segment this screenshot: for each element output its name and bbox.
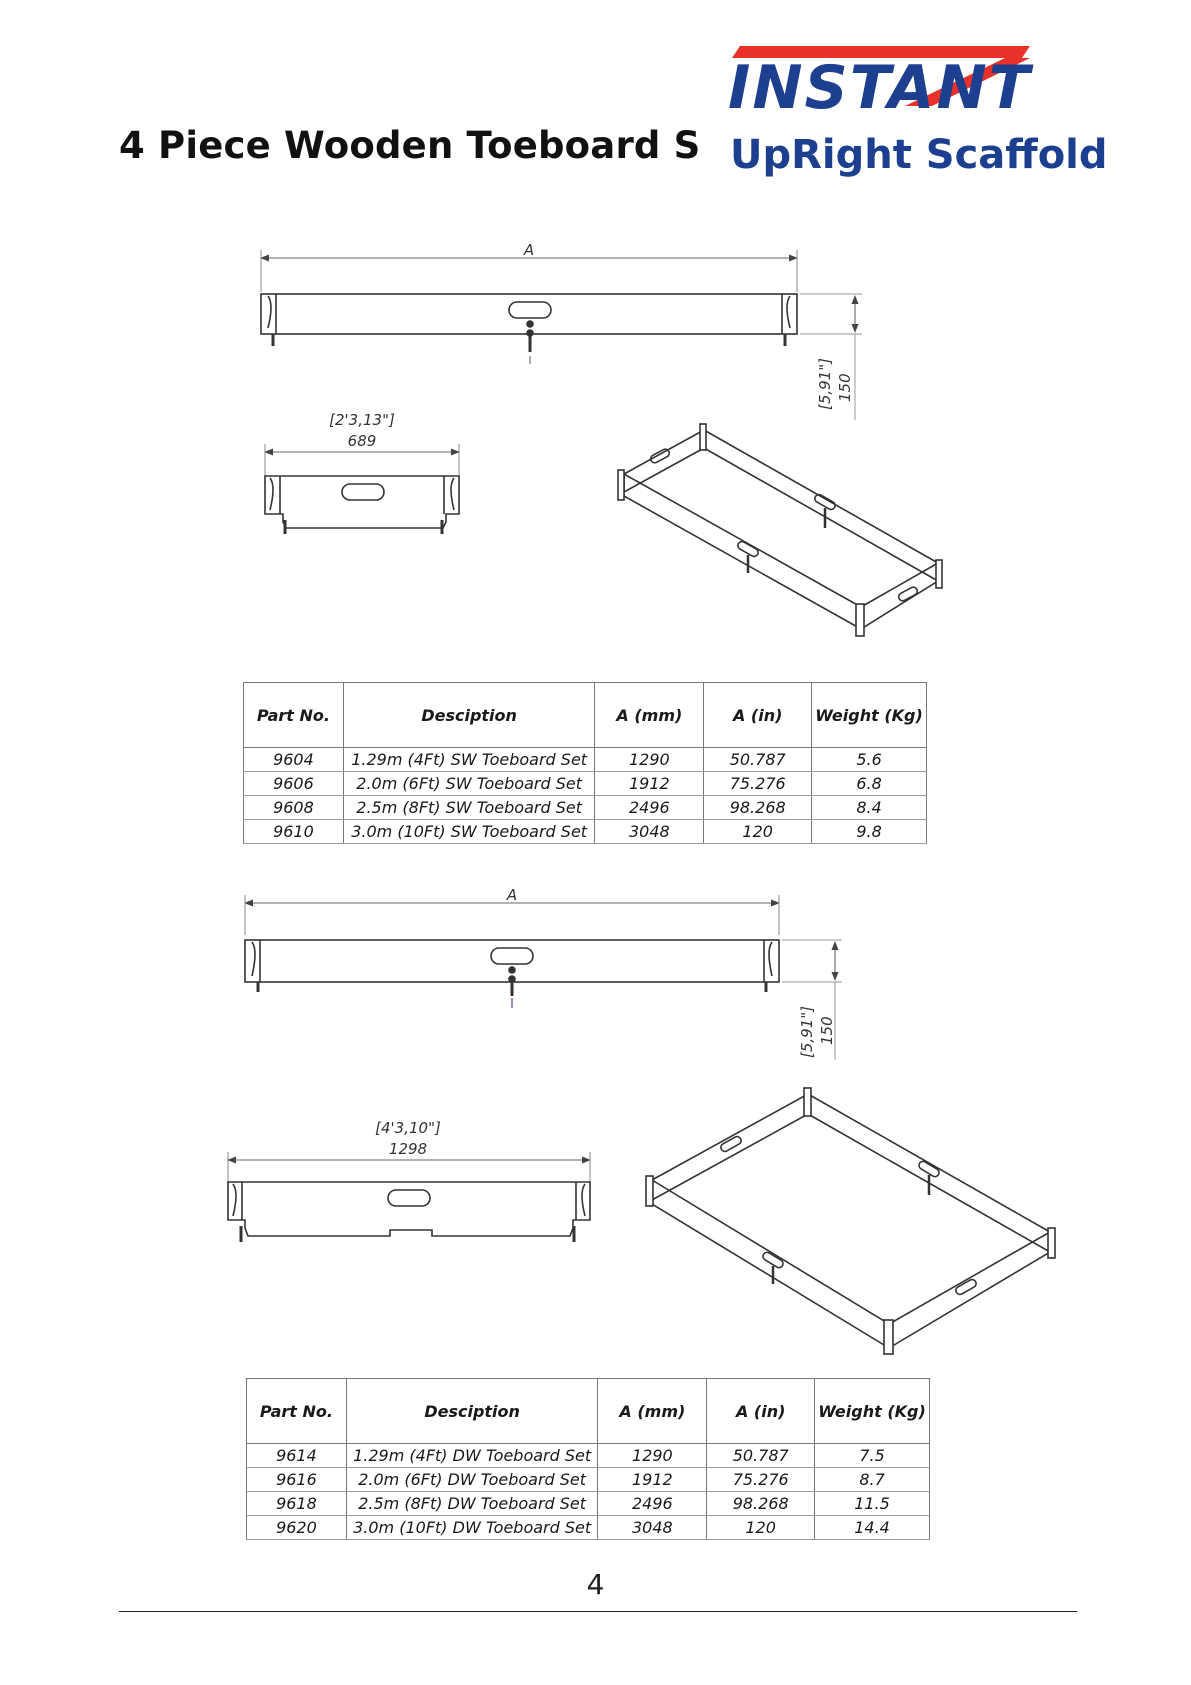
a-mm-cell: 2496 (597, 1491, 708, 1516)
description-cell: 1.29m (4Ft) DW Toeboard Set (345, 1443, 599, 1468)
part-no-cell: 9604 (243, 747, 344, 772)
weight-cell: 8.4 (811, 795, 927, 820)
table-row: 9610 3.0m (10Ft) SW Toeboard Set 3048 12… (243, 819, 927, 844)
weight-cell: 11.5 (814, 1491, 930, 1516)
page-title: 4 Piece Wooden Toeboard Set (119, 124, 744, 167)
table-row: 9614 1.29m (4Ft) DW Toeboard Set 1290 50… (246, 1443, 930, 1468)
description-cell: 2.5m (8Ft) DW Toeboard Set (345, 1491, 599, 1516)
sw-isometric-view (617, 423, 943, 637)
table-row: 9604 1.29m (4Ft) SW Toeboard Set 1290 50… (243, 747, 927, 772)
sw-toeboard-table: Part No. Desciption A (mm) A (in) Weight… (243, 682, 927, 844)
a-in-cell: 120 (703, 819, 813, 844)
dw-toeboard-table: Part No. Desciption A (mm) A (in) Weight… (246, 1378, 930, 1540)
part-no-cell: 9618 (246, 1491, 347, 1516)
weight-cell: 5.6 (811, 747, 927, 772)
sw-front-view (260, 250, 862, 420)
header-weight: Weight (Kg) (814, 1378, 930, 1444)
part-no-cell: 9614 (246, 1443, 347, 1468)
part-no-cell: 9608 (243, 795, 344, 820)
description-cell: 1.29m (4Ft) SW Toeboard Set (342, 747, 596, 772)
dw-front-view (244, 895, 842, 1060)
logo-brand-bottom: UpRight Scaffold (730, 132, 1108, 178)
dw-short-dimension-inches: [4'3,10"] (375, 1119, 441, 1137)
dw-height-mm: 150 (818, 1016, 836, 1045)
weight-cell: 7.5 (814, 1443, 930, 1468)
a-mm-cell: 2496 (594, 795, 705, 820)
dw-long-dimension-label: A (506, 886, 517, 904)
header-part-no: Part No. (246, 1378, 347, 1444)
table-header-row: Part No. Desciption A (mm) A (in) Weight… (246, 1378, 930, 1444)
header-a-in: A (in) (703, 682, 813, 748)
a-in-cell: 50.787 (703, 747, 813, 772)
a-in-cell: 75.276 (706, 1467, 816, 1492)
a-mm-cell: 1290 (594, 747, 705, 772)
header-weight: Weight (Kg) (811, 682, 927, 748)
instant-upright-logo: INSTANT UpRight Scaffold (700, 40, 1160, 200)
sw-short-view (264, 444, 460, 534)
logo-brand-top: INSTANT (728, 53, 1034, 123)
a-in-cell: 50.787 (706, 1443, 816, 1468)
a-mm-cell: 3048 (597, 1515, 708, 1540)
a-mm-cell: 3048 (594, 819, 705, 844)
part-no-cell: 9606 (243, 771, 344, 796)
weight-cell: 6.8 (811, 771, 927, 796)
header-part-no: Part No. (243, 682, 344, 748)
description-cell: 2.5m (8Ft) SW Toeboard Set (342, 795, 596, 820)
weight-cell: 9.8 (811, 819, 927, 844)
logo-red-bar-icon (732, 46, 1030, 58)
sw-height-mm: 150 (836, 373, 854, 402)
page-number: 4 (586, 1568, 605, 1601)
a-in-cell: 120 (706, 1515, 816, 1540)
header-a-mm: A (mm) (594, 682, 705, 748)
table-header-row: Part No. Desciption A (mm) A (in) Weight… (243, 682, 927, 748)
sw-height-inches: [5,91"] (816, 358, 834, 410)
dw-isometric-view (645, 1087, 1056, 1355)
description-cell: 2.0m (6Ft) DW Toeboard Set (345, 1467, 599, 1492)
sw-short-dimension-inches: [2'3,13"] (329, 411, 395, 429)
header-a-in: A (in) (706, 1378, 816, 1444)
a-in-cell: 75.276 (703, 771, 813, 796)
description-cell: 3.0m (10Ft) SW Toeboard Set (342, 819, 596, 844)
dw-short-dimension-mm: 1298 (389, 1140, 427, 1158)
dw-short-view (227, 1152, 591, 1242)
header-description: Desciption (342, 682, 596, 748)
a-mm-cell: 1912 (597, 1467, 708, 1492)
part-no-cell: 9610 (243, 819, 344, 844)
sw-short-dimension-mm: 689 (348, 432, 377, 450)
table-row: 9616 2.0m (6Ft) DW Toeboard Set 1912 75.… (246, 1467, 930, 1492)
a-mm-cell: 1912 (594, 771, 705, 796)
weight-cell: 8.7 (814, 1467, 930, 1492)
a-in-cell: 98.268 (703, 795, 813, 820)
header-description: Desciption (345, 1378, 599, 1444)
header-a-mm: A (mm) (597, 1378, 708, 1444)
table-row: 9608 2.5m (8Ft) SW Toeboard Set 2496 98.… (243, 795, 927, 820)
description-cell: 3.0m (10Ft) DW Toeboard Set (345, 1515, 599, 1540)
description-cell: 2.0m (6Ft) SW Toeboard Set (342, 771, 596, 796)
a-in-cell: 98.268 (706, 1491, 816, 1516)
table-row: 9620 3.0m (10Ft) DW Toeboard Set 3048 12… (246, 1515, 930, 1540)
part-no-cell: 9620 (246, 1515, 347, 1540)
footer-rule (119, 1611, 1077, 1612)
sw-long-dimension-label: A (523, 241, 534, 259)
a-mm-cell: 1290 (597, 1443, 708, 1468)
table-row: 9618 2.5m (8Ft) DW Toeboard Set 2496 98.… (246, 1491, 930, 1516)
weight-cell: 14.4 (814, 1515, 930, 1540)
dw-height-inches: [5,91"] (798, 1006, 816, 1058)
part-no-cell: 9616 (246, 1467, 347, 1492)
table-row: 9606 2.0m (6Ft) SW Toeboard Set 1912 75.… (243, 771, 927, 796)
